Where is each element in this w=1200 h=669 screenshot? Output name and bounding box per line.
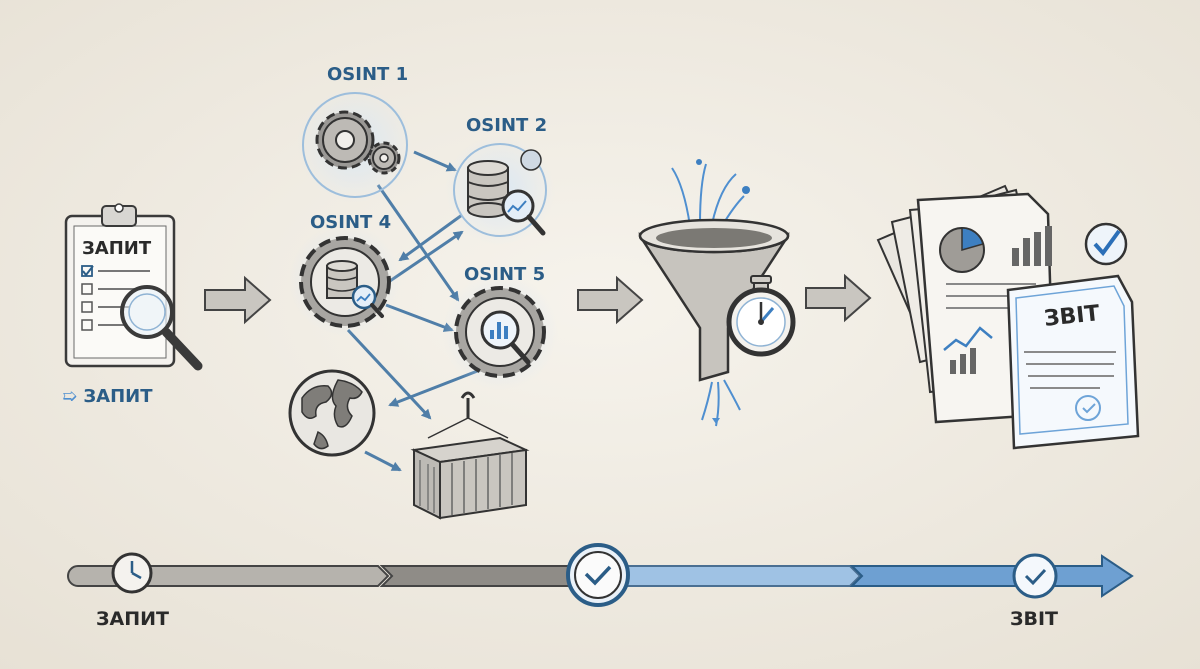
clipboard-title: ЗАПИТ: [82, 238, 152, 259]
osint-4-label: OSINT 4: [310, 212, 392, 233]
flow-arrow-icon: [577, 275, 644, 325]
flow-arrow-icon: [805, 273, 872, 323]
clock-check-icon: [566, 543, 630, 607]
clock-icon: [111, 552, 153, 594]
shipping-container-icon: [410, 391, 530, 520]
flow-arrow-icon: [204, 275, 272, 325]
magnifier-icon: [501, 189, 546, 236]
osint-5-node: [442, 274, 558, 390]
funnel-icon: [638, 159, 790, 427]
request-caption: ➯ ЗАПИТ: [62, 386, 153, 407]
request-clipboard: [64, 203, 176, 368]
stopwatch-icon: [726, 275, 796, 357]
bar-chart-icon: [1012, 226, 1052, 266]
osint-4-node: [289, 224, 401, 336]
chart-search-icon: [480, 310, 531, 365]
magnifier-icon: [351, 284, 384, 318]
osint-2-label: OSINT 2: [466, 115, 548, 136]
osint-5-label: OSINT 5: [464, 264, 546, 285]
magnifier-icon: [120, 285, 203, 371]
osint-1-label: OSINT 1: [327, 64, 409, 85]
request-caption-text: ЗАПИТ: [83, 386, 153, 407]
globe-icon: [288, 369, 376, 457]
pie-chart-icon: [939, 227, 985, 273]
osint-1-node: [297, 87, 413, 203]
gears-icon: [315, 110, 401, 175]
osint-2-node: [445, 135, 555, 245]
check-badge-icon: [1084, 222, 1128, 266]
report-documents-icon: [876, 184, 1140, 450]
line-chart-icon: [943, 326, 993, 374]
timeline-start-label: ЗАПИТ: [96, 608, 169, 630]
clock-check-icon: [1012, 553, 1058, 599]
database-icon: [326, 260, 358, 299]
database-icon: [467, 160, 509, 218]
timeline-end-label: ЗВІТ: [1010, 608, 1059, 630]
arrow-right-icon: ➯: [62, 386, 78, 407]
checklist: [81, 265, 150, 331]
